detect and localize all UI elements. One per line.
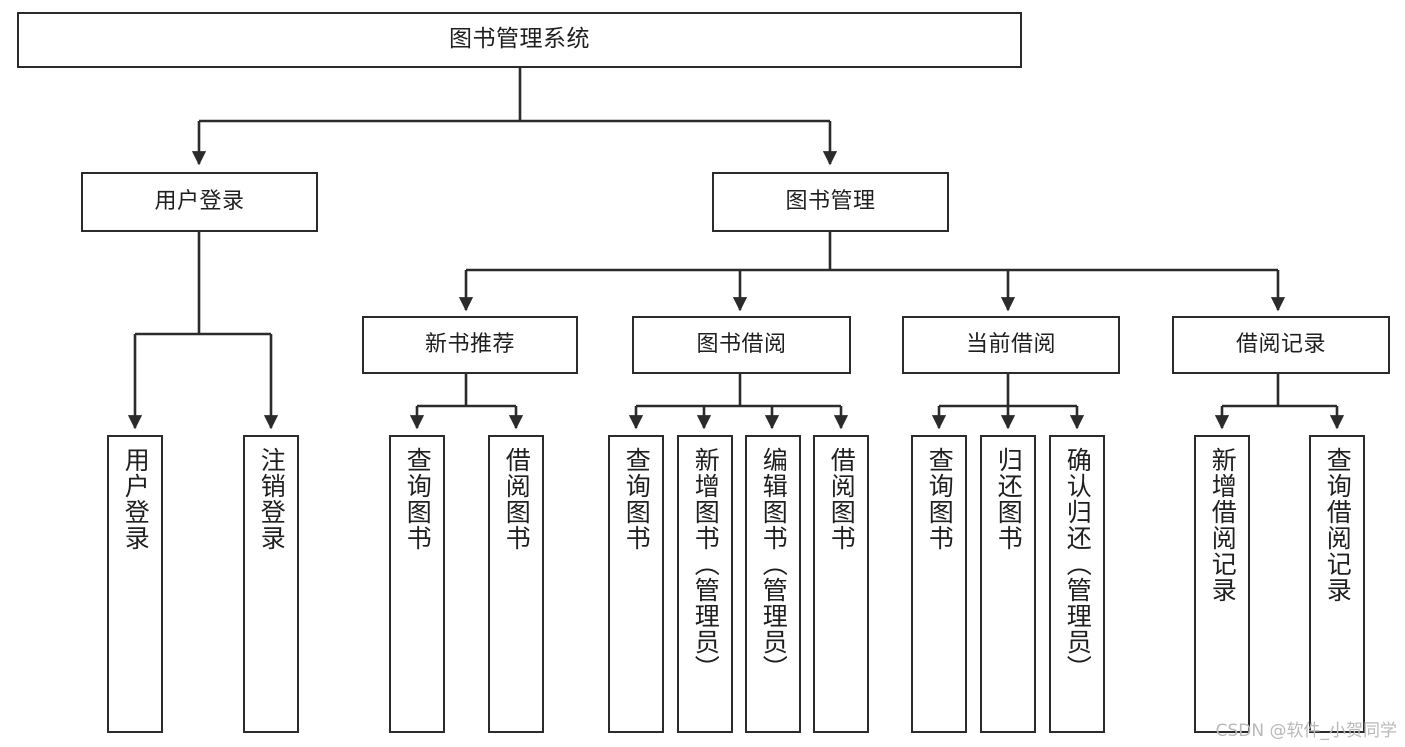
node-root-book-management-system[interactable]: 图书管理系统	[17, 12, 1022, 68]
leaf-borrow-record-add-record[interactable]: 新增借阅记录	[1194, 435, 1250, 733]
node-label: 新书推荐	[424, 332, 515, 358]
leaf-book-borrow-query-books[interactable]: 查询图书	[608, 435, 664, 733]
node-label: 查询图书	[403, 447, 433, 551]
node-current-borrow[interactable]: 当前借阅	[902, 316, 1120, 374]
leaf-book-borrow-edit-book-admin[interactable]: 编辑图书（管理员）	[745, 435, 801, 733]
leaf-current-borrow-query-books[interactable]: 查询图书	[911, 435, 967, 733]
node-label: 查询图书	[925, 447, 955, 551]
node-new-book-recommendation[interactable]: 新书推荐	[362, 316, 578, 374]
node-label: 图书借阅	[696, 332, 787, 358]
leaf-current-borrow-confirm-return-admin[interactable]: 确认归还（管理员）	[1049, 435, 1105, 733]
node-label: 用户登录	[154, 189, 245, 215]
leaf-borrow-record-query-record[interactable]: 查询借阅记录	[1309, 435, 1365, 733]
node-label: 编辑图书（管理员）	[759, 447, 789, 681]
node-borrow-record[interactable]: 借阅记录	[1172, 316, 1390, 374]
node-label: 查询借阅记录	[1323, 447, 1353, 603]
node-label: 新增图书（管理员）	[691, 447, 721, 681]
node-label: 注销登录	[257, 447, 287, 551]
leaf-new-book-query-books[interactable]: 查询图书	[389, 435, 445, 733]
node-label: 用户登录	[121, 447, 151, 551]
node-label: 借阅记录	[1235, 332, 1326, 358]
leaf-user-login-logout[interactable]: 注销登录	[243, 435, 299, 733]
node-label: 当前借阅	[965, 332, 1056, 358]
leaf-book-borrow-add-book-admin[interactable]: 新增图书（管理员）	[677, 435, 733, 733]
node-book-management[interactable]: 图书管理	[712, 172, 949, 232]
node-label: 确认归还（管理员）	[1063, 447, 1093, 681]
leaf-book-borrow-borrow-books[interactable]: 借阅图书	[813, 435, 869, 733]
node-label: 图书管理系统	[449, 26, 590, 53]
node-user-login[interactable]: 用户登录	[81, 172, 318, 232]
node-label: 借阅图书	[827, 447, 857, 551]
node-label: 查询图书	[622, 447, 652, 551]
node-label: 图书管理	[785, 189, 876, 215]
csdn-watermark: CSDN @软件_小贺同学	[1215, 721, 1397, 741]
leaf-user-login-login[interactable]: 用户登录	[107, 435, 163, 733]
leaf-current-borrow-return-books[interactable]: 归还图书	[980, 435, 1036, 733]
node-label: 借阅图书	[502, 447, 532, 551]
node-book-borrow[interactable]: 图书借阅	[632, 316, 851, 374]
node-label: 新增借阅记录	[1208, 447, 1238, 603]
leaf-new-book-borrow-books[interactable]: 借阅图书	[488, 435, 544, 733]
node-label: 归还图书	[994, 447, 1024, 551]
